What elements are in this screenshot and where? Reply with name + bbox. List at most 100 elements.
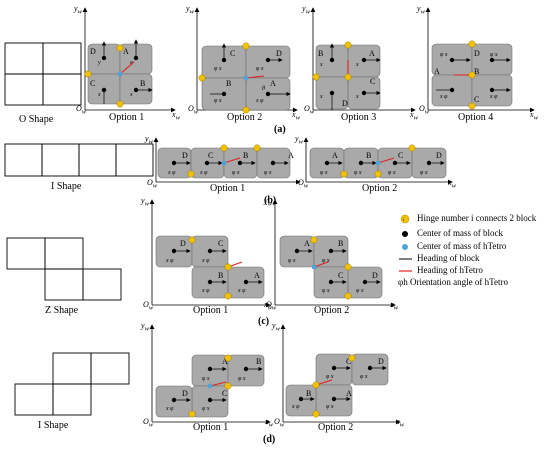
svg-text:D: D <box>378 357 384 366</box>
axis-x-a2: xw <box>292 110 301 122</box>
svg-text:B: B <box>338 239 343 248</box>
axes-a4 <box>425 7 535 113</box>
axis-o-b2: Ow <box>298 178 309 190</box>
svg-text:x: x <box>97 92 101 98</box>
hinge-icon-label: i <box>403 218 405 223</box>
axis-o-a3: Ow <box>304 104 315 116</box>
legend-heading-htetro: Heading of hTetro <box>417 265 483 275</box>
svg-text:D: D <box>276 49 282 58</box>
axes-b2 <box>303 137 453 185</box>
shape-label-i2: I Shape <box>38 420 69 431</box>
option-c2: Option 2 <box>314 305 350 316</box>
svg-text:y: y <box>97 60 101 66</box>
svg-text:φ x: φ x <box>326 374 334 380</box>
axis-o-a1: Ow <box>76 104 87 116</box>
legend-heading-block: Heading of block <box>417 253 480 263</box>
svg-text:φ x: φ x <box>232 170 240 176</box>
svg-text:x: x <box>319 94 323 100</box>
axis-o-a2: Ow <box>188 104 199 116</box>
axis-y-a3: yw <box>302 4 311 16</box>
axis-x-b2: xw <box>448 178 457 190</box>
svg-text:φ x: φ x <box>326 404 334 410</box>
axis-y-c1: yw <box>141 196 150 208</box>
svg-text:C: C <box>370 77 375 86</box>
option-b1: Option 1 <box>210 183 246 194</box>
axis-x-d1: xw <box>265 417 274 429</box>
svg-text:A: A <box>304 239 310 248</box>
svg-text:φ x: φ x <box>388 170 396 176</box>
svg-text:B: B <box>318 49 323 58</box>
svg-text:φ x: φ x <box>238 376 246 382</box>
axis-y-d2: yw <box>272 321 281 333</box>
svg-text:D: D <box>342 99 348 108</box>
svg-text:x: x <box>355 94 359 100</box>
z-shape-outline <box>6 237 122 301</box>
axes-d2 <box>280 324 401 425</box>
svg-text:x φ: x φ <box>255 98 264 104</box>
axes-a1 <box>82 7 176 113</box>
shape-label-i1: I Shape <box>51 181 82 192</box>
svg-text:x φ: x φ <box>439 94 448 100</box>
svg-text:φ x: φ x <box>214 98 222 104</box>
svg-text:C: C <box>218 239 223 248</box>
axis-o-b1: Ow <box>147 178 158 190</box>
svg-text:φ x: φ x <box>490 52 498 58</box>
legend-com-htetro: Center of mass of hTetro <box>417 241 507 251</box>
svg-text:B: B <box>226 79 231 88</box>
axis-o-c2: Ow <box>266 300 277 312</box>
svg-text:A: A <box>346 389 352 398</box>
o-shape-outline <box>4 42 82 106</box>
option-a3: Option 3 <box>341 112 377 123</box>
blocks-c2 <box>279 235 383 299</box>
svg-text:x: x <box>355 62 359 68</box>
axes-c2 <box>272 199 396 308</box>
svg-text:B: B <box>243 151 248 160</box>
svg-text:φ x: φ x <box>420 170 428 176</box>
svg-text:x: x <box>129 92 133 98</box>
legend-hinge: Hinge number i connects 2 block <box>417 213 537 223</box>
axis-y-a2: yw <box>186 4 195 16</box>
svg-text:C: C <box>222 389 227 398</box>
option-c1: Option 1 <box>193 305 229 316</box>
svg-text:φ x: φ x <box>214 66 222 72</box>
svg-text:x φ: x φ <box>199 170 208 176</box>
svg-text:φ x: φ x <box>322 258 330 264</box>
svg-text:φ x: φ x <box>264 170 272 176</box>
axis-x-c2: xw <box>390 300 399 312</box>
svg-text:D: D <box>180 239 186 248</box>
svg-text:B: B <box>140 79 145 88</box>
svg-text:C: C <box>338 271 343 280</box>
axis-o-d2: Ow <box>274 417 285 429</box>
svg-text:x φ: x φ <box>201 258 210 264</box>
svg-text:D: D <box>474 49 480 58</box>
axes-a3 <box>310 7 416 113</box>
axes-d1 <box>149 324 271 425</box>
svg-text:A: A <box>123 47 129 56</box>
option-d1: Option 1 <box>193 422 229 433</box>
blocks-c1 <box>155 235 265 299</box>
l-shape-outline <box>14 352 130 416</box>
option-a2: Option 2 <box>227 112 263 123</box>
svg-text:φ x: φ x <box>320 170 328 176</box>
axis-x-a3: xw <box>410 110 419 122</box>
option-a4: Option 4 <box>458 112 494 123</box>
svg-text:D: D <box>90 47 96 56</box>
svg-text:φ x: φ x <box>360 374 368 380</box>
svg-text:B: B <box>256 357 261 366</box>
blocks-a4 <box>431 43 513 107</box>
svg-text:C: C <box>398 151 403 160</box>
svg-text:φ x: φ x <box>354 170 362 176</box>
svg-text:x φ: x φ <box>201 288 210 294</box>
svg-text:A: A <box>332 151 338 160</box>
axes-b1 <box>153 137 301 185</box>
svg-text:φ x: φ x <box>202 376 210 382</box>
svg-text:x: x <box>319 62 323 68</box>
svg-text:B: B <box>474 67 479 76</box>
svg-text:θ: θ <box>262 86 265 92</box>
svg-text:C: C <box>346 357 351 366</box>
svg-text:C: C <box>90 79 95 88</box>
legend-com-block: Center of mass of block <box>417 228 503 238</box>
svg-text:D: D <box>372 271 378 280</box>
svg-text:B: B <box>366 151 371 160</box>
axis-y-b1: yw <box>145 134 154 146</box>
